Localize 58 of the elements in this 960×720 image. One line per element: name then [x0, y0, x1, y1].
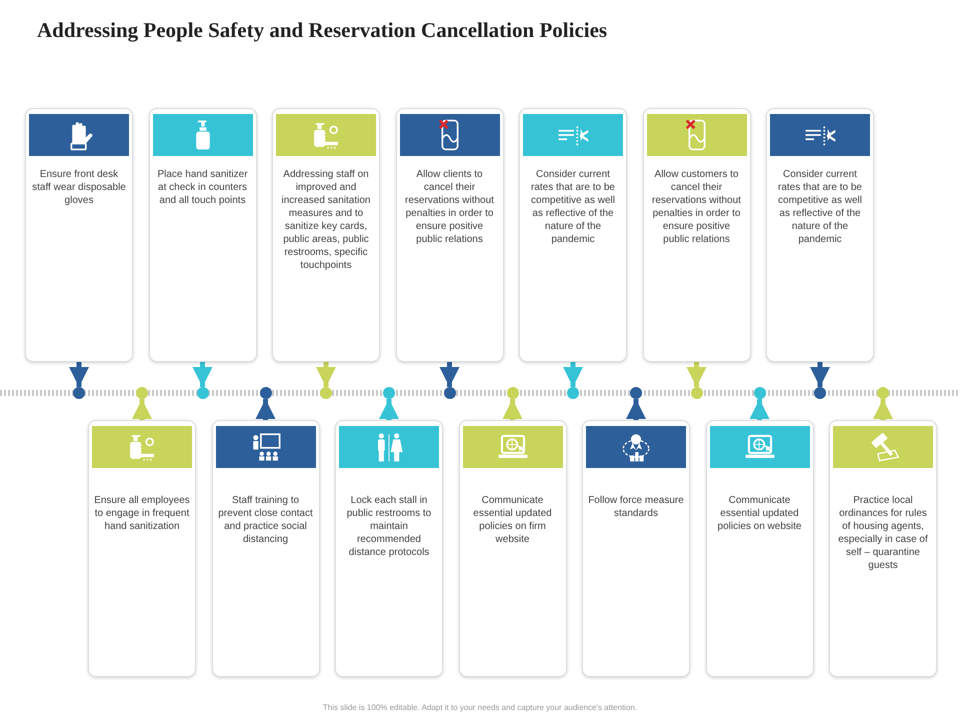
timeline-dot: [630, 387, 642, 399]
timeline-dot: [260, 387, 272, 399]
footer-note: This slide is 100% editable. Adapt it to your needs and capture your audience's attention.: [322, 703, 638, 712]
timeline-dot: [73, 387, 85, 399]
card-text: Allow clients to cancel their reservations without penalties in order to ensure positive public relations: [404, 168, 495, 246]
card-text: Ensure front desk staff wear disposable gloves: [31, 168, 127, 207]
pointer-arrow: [563, 362, 583, 387]
card-text: Lock each stall in public restrooms to maintain recommended distance protocols: [346, 494, 432, 559]
card: [25, 108, 133, 362]
pointer-arrow: [873, 399, 893, 420]
card: [642, 108, 750, 362]
card: [766, 108, 874, 362]
card: [335, 420, 443, 677]
pointer-arrow: [256, 399, 276, 420]
pointer-arrow: [192, 362, 212, 387]
timeline-dot: [754, 387, 766, 399]
timeline-dot: [196, 387, 208, 399]
card: [458, 420, 566, 677]
timeline-dot: [320, 387, 332, 399]
card-text: Ensure all employees to engage in frequent hand sanitization: [94, 494, 190, 533]
card-text: Practice local ordinances for rules of housing agents, especially in case of self – quarantine guests: [837, 494, 929, 572]
pointer-arrow: [626, 399, 646, 420]
timeline-dot: [567, 387, 579, 399]
card-text: Addressing staff on improved and increased sanitation measures and to sanitize key cards, public areas, public restrooms, specific touchpoints: [280, 168, 372, 272]
timeline-dot: [814, 387, 826, 399]
timeline-dot: [506, 387, 518, 399]
pointer-arrow: [750, 399, 770, 420]
timeline-dot: [136, 387, 148, 399]
card-text: Communicate essential updated policies on website: [716, 494, 802, 533]
pointer-arrow: [440, 362, 460, 387]
pointer-arrow: [686, 362, 706, 387]
title: Addressing People Safety and Reservation Cancellation Policies: [37, 18, 608, 43]
pointer-arrow: [132, 399, 152, 420]
card: [88, 420, 196, 677]
card-text: Consider current rates that are to be competitive as well as reflective of the nature of the pandemic: [530, 168, 616, 246]
timeline-dot: [383, 387, 395, 399]
card: [148, 108, 256, 362]
pointer-arrow: [69, 362, 89, 387]
card-text: Allow customers to cancel their reservations without penalties in order to ensure positive public relations: [651, 168, 742, 246]
card-text: Follow force measure standards: [588, 494, 684, 520]
pointer-arrow: [502, 399, 522, 420]
card: [519, 108, 627, 362]
pointer-arrow: [810, 362, 830, 387]
card-text: Consider current rates that are to be competitive as well as reflective of the nature of the pandemic: [777, 168, 863, 246]
card: [829, 420, 937, 677]
card-text: Place hand sanitizer at check in counters and all touch points: [156, 168, 249, 207]
pointer-arrow: [316, 362, 336, 387]
card: [706, 420, 814, 677]
pointer-arrow: [379, 399, 399, 420]
card: [272, 108, 380, 362]
card-text: Staff training to prevent close contact and practice social distancing: [218, 494, 314, 546]
card: [396, 108, 504, 362]
card: [582, 420, 690, 677]
card: [212, 420, 320, 677]
timeline-dot: [690, 387, 702, 399]
timeline-dot: [444, 387, 456, 399]
card-text: Communicate essential updated policies on firm website: [472, 494, 553, 546]
timeline-dot: [877, 387, 889, 399]
